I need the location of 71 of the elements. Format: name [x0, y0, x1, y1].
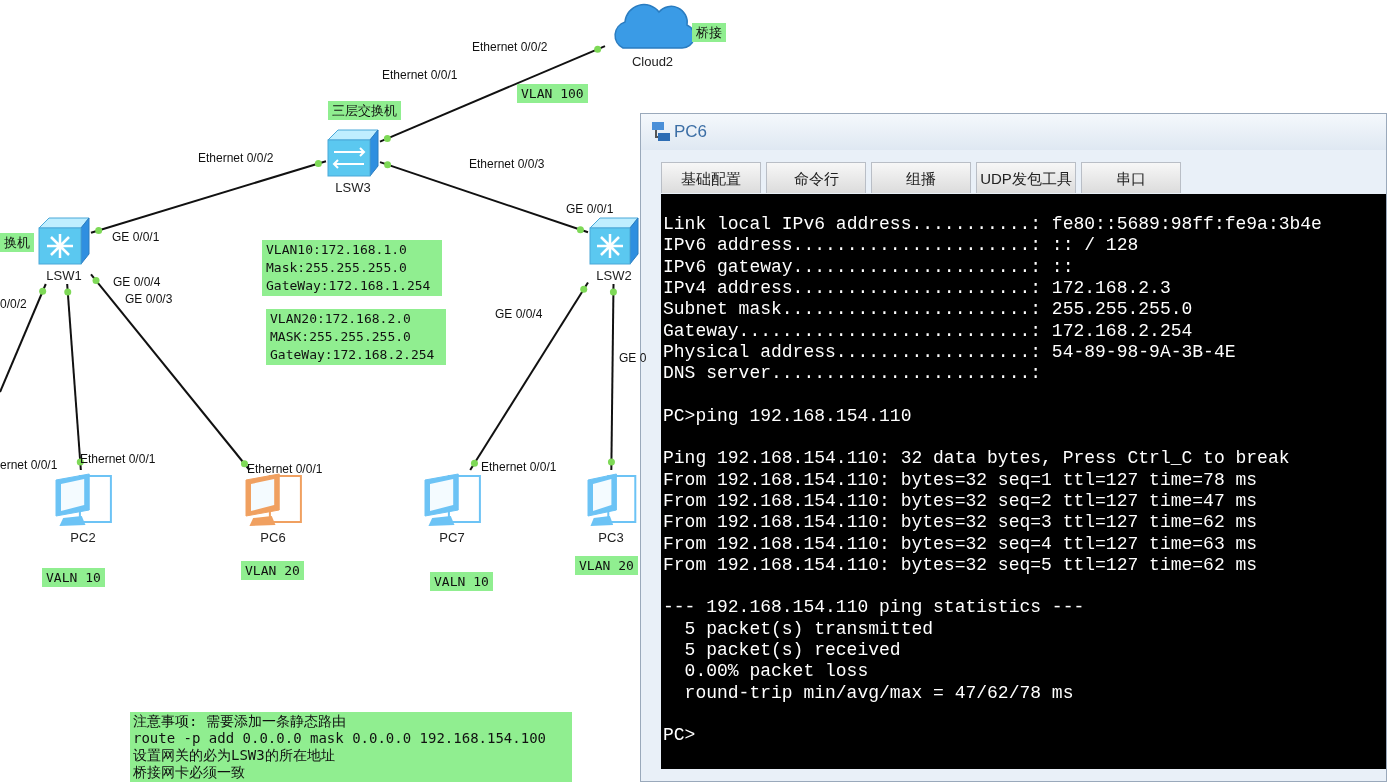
- note-line: 设置网关的必为LSW3的所在地址: [133, 747, 335, 764]
- note-line: route -p add 0.0.0.0 mask 0.0.0.0 192.168.154.100: [133, 730, 546, 747]
- port-label: Ethernet 0/0/3: [469, 157, 545, 171]
- terminal-line: 5 packet(s) received: [684, 640, 901, 661]
- link-line: [66, 283, 82, 471]
- terminal-line: IPv4 address......................: 172.168.2.3: [663, 277, 1171, 299]
- port-label: ernet 0/0/1: [0, 458, 58, 472]
- port-label: GE 0: [619, 351, 647, 365]
- terminal-line: From 192.168.154.110: bytes=32 seq=3 ttl=127 time=62 ms: [663, 512, 1258, 534]
- tag-label: VLAN 20: [241, 561, 304, 580]
- port-label: Ethernet 0/0/1: [382, 68, 458, 82]
- terminal-line: From 192.168.154.110: bytes=32 seq=4 ttl=127 time=63 ms: [663, 533, 1258, 555]
- port-label: GE 0/0/4: [113, 275, 161, 289]
- terminal-line: Subnet mask.......................: 255.255.255.0: [663, 299, 1193, 321]
- terminal-line: From 192.168.154.110: bytes=32 seq=2 ttl=127 time=47 ms: [663, 490, 1258, 512]
- port-label: GE 0/0/4: [495, 307, 543, 321]
- terminal-line: IPv6 address......................: :: / 128: [663, 235, 1139, 257]
- port-label: GE 0/0/1: [566, 202, 614, 216]
- device-label: LSW1: [45, 268, 83, 284]
- tab: 串口: [1081, 162, 1181, 193]
- port-label: Ethernet 0/0/2: [198, 151, 274, 165]
- terminal-line: 0.00% packet loss: [684, 661, 869, 683]
- note-line: 注意事项: 需要添加一条静态路由: [133, 713, 346, 730]
- terminal-line: From 192.168.154.110: bytes=32 seq=5 ttl=127 time=62 ms: [663, 554, 1258, 576]
- device-label: PC3: [597, 530, 625, 546]
- link-line: [379, 161, 589, 234]
- terminal-line: round-trip min/avg/max = 47/62/78 ms: [684, 682, 1074, 704]
- tag-label: VLAN 20: [575, 556, 638, 575]
- subnet-note: VLAN10:172.168.1.0 Mask:255.255.255.0 GateWay:172.168.1.254: [262, 240, 443, 296]
- tag-label: VALN 10: [42, 568, 105, 587]
- port-label: 0/0/2: [0, 297, 27, 311]
- link-line: [469, 281, 589, 471]
- device-label: LSW3: [334, 180, 372, 196]
- window-title: PC6: [674, 122, 708, 142]
- tag-label: 换机: [0, 233, 34, 252]
- tab: 组播: [871, 162, 971, 193]
- tab: 命令行: [766, 162, 866, 193]
- device-label: LSW2: [595, 268, 633, 284]
- link-line: [379, 45, 606, 143]
- device-label: PC7: [438, 530, 466, 546]
- tab: 基础配置: [661, 162, 761, 193]
- subnet-note: VLAN20:172.168.2.0 MASK:255.255.255.0 GateWay:172.168.2.254: [266, 309, 447, 365]
- link-line: [610, 283, 615, 471]
- tag-label: VALN 10: [430, 572, 493, 591]
- terminal-line: IPv6 gateway......................: ::: [663, 256, 1074, 278]
- link-line: [0, 283, 47, 393]
- terminal-line: Link local IPv6 address...........: fe80::5689:98ff:fe9a:3b4e: [663, 214, 1322, 235]
- device-label: Cloud2: [630, 54, 675, 70]
- terminal-line: 5 packet(s) transmitted: [684, 618, 934, 640]
- tag-label: 三层交换机: [328, 101, 401, 120]
- port-label: GE 0/0/3: [125, 292, 173, 306]
- terminal-line: Physical address..................: 54-89-98-9A-3B-4E: [663, 341, 1236, 363]
- tag-label: VLAN 100: [517, 84, 588, 103]
- note-line: 桥接网卡必须一致: [133, 764, 245, 781]
- terminal-line: Ping 192.168.154.110: 32 data bytes, Press Ctrl_C to break: [663, 448, 1290, 470]
- device-label: PC6: [259, 530, 287, 546]
- port-label: GE 0/0/1: [112, 230, 160, 244]
- device-label: PC2: [69, 530, 97, 546]
- port-label: Ethernet 0/0/1: [80, 452, 156, 466]
- tab: UDP发包工具: [976, 162, 1076, 193]
- terminal-line: From 192.168.154.110: bytes=32 seq=1 ttl=127 time=78 ms: [663, 469, 1258, 491]
- terminal-line: PC>ping 192.168.154.110: [663, 405, 912, 427]
- terminal-line: --- 192.168.154.110 ping statistics ---: [663, 597, 1085, 619]
- tag-label: 桥接: [692, 23, 726, 42]
- port-label: Ethernet 0/0/1: [481, 460, 557, 474]
- terminal-line: PC>: [663, 725, 696, 747]
- terminal-line: Gateway...........................: 172.168.2.254: [663, 320, 1193, 342]
- link-line: [90, 160, 327, 234]
- terminal-line: DNS server........................:: [663, 363, 1042, 385]
- port-label: Ethernet 0/0/2: [472, 40, 548, 54]
- port-label: Ethernet 0/0/1: [247, 462, 323, 476]
